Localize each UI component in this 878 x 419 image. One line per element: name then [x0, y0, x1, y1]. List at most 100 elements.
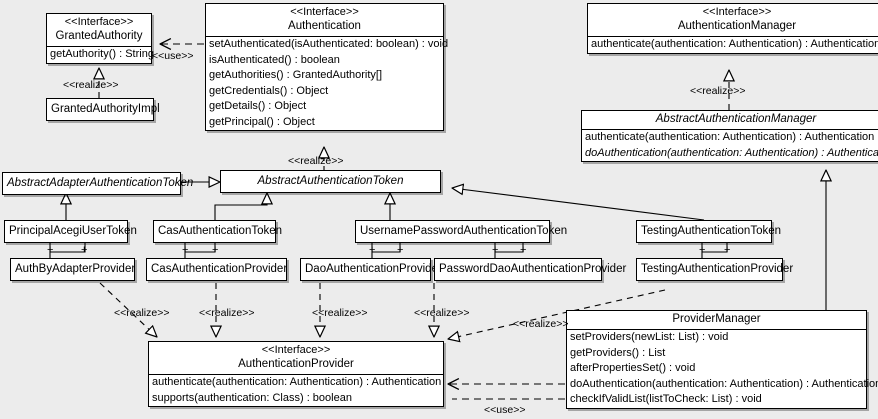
stereotype-label: <<Interface>> [290, 6, 359, 18]
class-header-abstract-authentication-manager: AbstractAuthenticationManager [582, 111, 878, 129]
relationship-label-realize-auth-by-adapter-provider: <<realize>> [114, 307, 170, 319]
class-name-label: CasAuthenticationToken [158, 225, 283, 237]
class-auth-by-adapter-provider[interactable]: AuthByAdapterProvider [10, 258, 135, 281]
class-name-label: AuthenticationProvider [238, 358, 354, 370]
association-multiplicity-marker: + [369, 244, 376, 256]
class-name-label: TestingAuthenticationProvider [641, 263, 794, 275]
association-multiplicity-marker: + [520, 244, 527, 256]
class-name-label: AuthenticationManager [677, 20, 797, 32]
class-header-testing-authentication-token: TestingAuthenticationToken [637, 221, 782, 242]
class-header-auth-by-adapter-provider: AuthByAdapterProvider [11, 259, 136, 280]
operation-row: getProviders() : List [570, 346, 666, 359]
operation-row: afterPropertiesSet() : void [570, 362, 696, 374]
class-abstract-authentication-manager[interactable]: AbstractAuthenticationManager authentica… [581, 110, 878, 162]
class-testing-authentication-token[interactable]: TestingAuthenticationToken [636, 220, 782, 243]
class-cas-authentication-token[interactable]: CasAuthenticationToken [153, 220, 283, 243]
class-header-granted-authority-impl: GrantedAuthorityImpl [47, 99, 160, 120]
relationship-label-realize-dao-authentication-provider: <<realize>> [312, 307, 368, 319]
operation-row: setAuthenticated(isAuthenticated: boolea… [209, 38, 449, 50]
class-name-label: ProviderManager [672, 313, 761, 325]
operation-row: authenticate(authentication: Authenticat… [585, 131, 875, 143]
class-testing-authentication-provider[interactable]: TestingAuthenticationProvider [636, 258, 794, 281]
operations-compartment: getAuthority() : String [47, 46, 154, 63]
class-name-label: GrantedAuthorityImpl [51, 103, 160, 115]
class-password-dao-authentication-provider[interactable]: PasswordDaoAuthenticationProvider [434, 258, 627, 281]
operation-row: checkIfValidList(listToCheck: List) : vo… [570, 393, 762, 405]
class-granted-authority[interactable]: <<Interface>> GrantedAuthority getAuthor… [46, 13, 154, 64]
stereotype-label: <<Interface>> [702, 6, 772, 18]
class-authentication[interactable]: <<Interface>> Authentication setAuthenti… [205, 3, 449, 131]
realization-auth-by-adapter-provider [99, 282, 157, 337]
relationship-label-realize-password-dao-authentication-provider: <<realize>> [414, 307, 470, 319]
class-name-label: GrantedAuthority [55, 30, 143, 42]
class-header-cas-authentication-token: CasAuthenticationToken [154, 221, 283, 242]
operations-compartment: authenticate(authentication: Authenticat… [588, 36, 878, 53]
operations-compartment: setProviders(newList: List) : void getPr… [567, 329, 878, 408]
class-authentication-provider[interactable]: <<Interface>> AuthenticationProvider aut… [148, 341, 444, 407]
class-provider-manager[interactable]: ProviderManager setProviders(newList: Li… [566, 310, 878, 409]
class-principal-acegi-user-token[interactable]: PrincipalAcegiUserToken [4, 220, 137, 243]
generalization-cas-authentication-token [214, 193, 267, 220]
class-name-label: TestingAuthenticationToken [641, 225, 782, 237]
class-header-dao-authentication-provider: DaoAuthenticationProvider [301, 259, 442, 280]
class-name-label: DaoAuthenticationProvider [305, 263, 442, 275]
class-granted-authority-impl[interactable]: GrantedAuthorityImpl [46, 98, 160, 121]
class-header-testing-authentication-provider: TestingAuthenticationProvider [637, 259, 794, 280]
realization-testing-authentication-provider [448, 289, 666, 339]
class-cas-authentication-provider[interactable]: CasAuthenticationProvider [146, 258, 287, 281]
class-header-authentication: <<Interface>> Authentication [206, 4, 443, 36]
operation-row: isAuthenticated() : boolean [209, 53, 340, 66]
relationship-label-realize-abstract-authentication-manager: <<realize>> [690, 85, 746, 97]
class-header-abstract-adapter-authentication-token: AbstractAdapterAuthenticationToken [3, 173, 194, 194]
class-username-password-authentication-token[interactable]: UsernamePasswordAuthenticationToken [355, 220, 568, 243]
operation-row: doAuthentication(authentication: Authent… [570, 377, 878, 390]
operation-row: authenticate(authentication: Authenticat… [591, 38, 878, 50]
class-name-label: UsernamePasswordAuthenticationToken [360, 225, 568, 237]
association-multiplicity-marker: + [724, 244, 731, 256]
association-multiplicity-marker: + [81, 244, 88, 256]
operation-row: setProviders(newList: List) : void [570, 331, 729, 343]
operation-row: authenticate(authentication: Authenticat… [152, 376, 442, 388]
relationship-label-use-authentication-granted-authority: <<use>> [152, 50, 194, 62]
operations-compartment: setAuthenticated(isAuthenticated: boolea… [206, 36, 449, 130]
class-name-label: AuthByAdapterProvider [15, 263, 136, 275]
class-abstract-adapter-authentication-token[interactable]: AbstractAdapterAuthenticationToken [2, 172, 194, 195]
class-header-password-dao-authentication-provider: PasswordDaoAuthenticationProvider [435, 259, 627, 280]
class-name-label: AbstractAuthenticationToken [257, 175, 404, 187]
relationship-label-realize-granted-authority-impl: <<realize>> [63, 79, 119, 91]
operation-row: supports(authentication: Class) : boolea… [152, 391, 352, 404]
generalization-testing-authentication-token [452, 188, 705, 221]
association-multiplicity-marker: + [182, 244, 189, 256]
class-name-label: Authentication [288, 20, 361, 32]
operation-row: getAuthority() : String [50, 48, 154, 60]
class-header-principal-acegi-user-token: PrincipalAcegiUserToken [5, 221, 137, 242]
class-header-authentication-provider: <<Interface>> AuthenticationProvider [149, 342, 443, 374]
class-dao-authentication-provider[interactable]: DaoAuthenticationProvider [300, 258, 442, 281]
operation-row: getAuthorities() : GrantedAuthority[] [209, 69, 383, 81]
relationship-label-realize-abstract-authentication-token: <<realize>> [288, 155, 344, 167]
class-abstract-authentication-token[interactable]: AbstractAuthenticationToken [220, 170, 441, 193]
association-multiplicity-marker: + [492, 244, 499, 256]
stereotype-label: <<Interface>> [64, 16, 134, 28]
class-header-cas-authentication-provider: CasAuthenticationProvider [147, 259, 288, 280]
operations-compartment: authenticate(authentication: Authenticat… [149, 374, 443, 406]
association-userpass-token-dao-provider [371, 243, 401, 258]
relationship-label-realize-cas-authentication-provider: <<realize>> [199, 307, 255, 319]
stereotype-label: <<Interface>> [261, 344, 331, 356]
class-name-label: PasswordDaoAuthenticationProvider [439, 263, 627, 275]
class-header-provider-manager: ProviderManager [567, 311, 866, 329]
class-header-username-password-authentication-token: UsernamePasswordAuthenticationToken [356, 221, 568, 242]
class-header-granted-authority: <<Interface>> GrantedAuthority [47, 14, 151, 46]
relationship-label-realize-provider-manager: <<realize>> [513, 318, 569, 330]
relationship-label-use-provider-manager: <<use>> [484, 404, 526, 416]
class-name-label: CasAuthenticationProvider [151, 263, 288, 275]
association-cas-token-cas-provider [184, 243, 216, 258]
class-header-abstract-authentication-token: AbstractAuthenticationToken [221, 171, 440, 192]
operation-row: getPrincipal() : Object [209, 115, 315, 128]
association-multiplicity-marker: + [699, 244, 706, 256]
association-principal-token-authbyadapter [49, 243, 86, 258]
class-authentication-manager[interactable]: <<Interface>> AuthenticationManager auth… [587, 3, 878, 54]
class-name-label: AbstractAdapterAuthenticationToken [7, 177, 194, 189]
class-header-authentication-manager: <<Interface>> AuthenticationManager [588, 4, 878, 36]
